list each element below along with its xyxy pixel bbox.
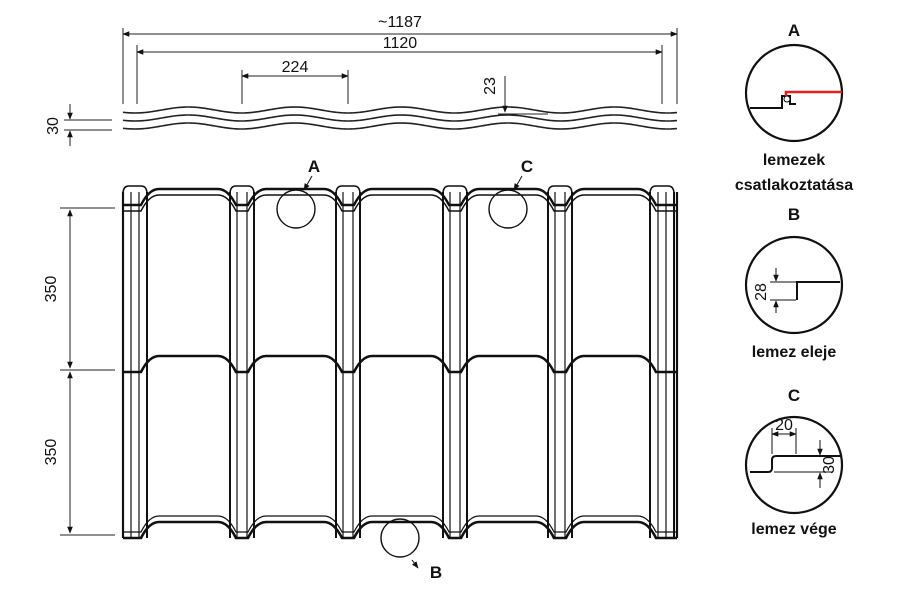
- step-lower-label: 350: [43, 439, 60, 466]
- sheet-rib-cap: [122, 185, 148, 195]
- detail-b-profile: [796, 281, 840, 300]
- sheet-rib-cap: [229, 185, 255, 195]
- detail-b-circle: [744, 235, 844, 335]
- wave-pitch-label: 224: [282, 59, 309, 76]
- profile-line-mid: [122, 114, 678, 122]
- sheet-rib-cap: [442, 185, 468, 195]
- profile-view: ~1187 1120 224 23 30: [45, 14, 678, 146]
- detail-a-screw-icon: [783, 95, 791, 103]
- detail-a-sheet-upper: [784, 90, 842, 102]
- sheet-rib-cap: [335, 185, 361, 195]
- detail-b-dim-label: 28: [753, 283, 770, 301]
- profile-line-top: [122, 106, 678, 114]
- detail-b-caption: lemez eleje: [752, 344, 837, 361]
- detail-c-height-label: 30: [821, 456, 838, 474]
- profile-line-bottom: [122, 122, 678, 130]
- overall-width-label: ~1187: [378, 14, 422, 31]
- marker-c-letter: C: [521, 157, 533, 176]
- detail-c-circle: [744, 415, 844, 515]
- detail-markers: A C B: [276, 157, 533, 582]
- sheet-step-line: [123, 354, 677, 374]
- effective-width-label: 1120: [383, 35, 418, 52]
- sheet-top-edge: [123, 187, 677, 207]
- detail-marker-b-circle: [380, 518, 420, 558]
- detail-b: B 28 lemez eleje: [744, 205, 844, 361]
- detail-marker-a-circle: [276, 189, 316, 229]
- detail-a-caption-line2: csatlakoztatása: [735, 177, 853, 194]
- detail-a: A lemezek csatlakoztatása: [735, 21, 853, 194]
- marker-b-leader: [411, 559, 419, 569]
- sheet-rib-cap: [649, 185, 675, 195]
- marker-c-leader: [513, 175, 523, 191]
- detail-c-width-label: 20: [775, 417, 793, 434]
- sheet-rib-cap: [547, 185, 573, 195]
- detail-c-caption: lemez vége: [751, 521, 836, 538]
- detail-marker-c-circle: [488, 189, 528, 229]
- sheet-view: [121, 185, 679, 540]
- sheet-top-edge-inner: [123, 194, 677, 212]
- step-dimensions: 350 350: [43, 207, 115, 536]
- step-upper-label: 350: [43, 276, 60, 303]
- marker-b-letter: B: [430, 563, 442, 582]
- detail-b-letter: B: [788, 205, 800, 224]
- detail-c: C 20 30 lemez vége: [744, 386, 844, 538]
- profile-height-label: 23: [482, 77, 499, 95]
- detail-a-caption-line1: lemezek: [763, 152, 825, 169]
- total-height-label: 30: [45, 117, 62, 135]
- detail-c-letter: C: [788, 386, 800, 405]
- sheet-bottom-edge: [123, 520, 677, 540]
- marker-a-letter: A: [308, 157, 320, 176]
- detail-a-letter: A: [788, 21, 800, 40]
- detail-c-profile: [750, 455, 842, 473]
- marker-a-leader: [303, 175, 313, 191]
